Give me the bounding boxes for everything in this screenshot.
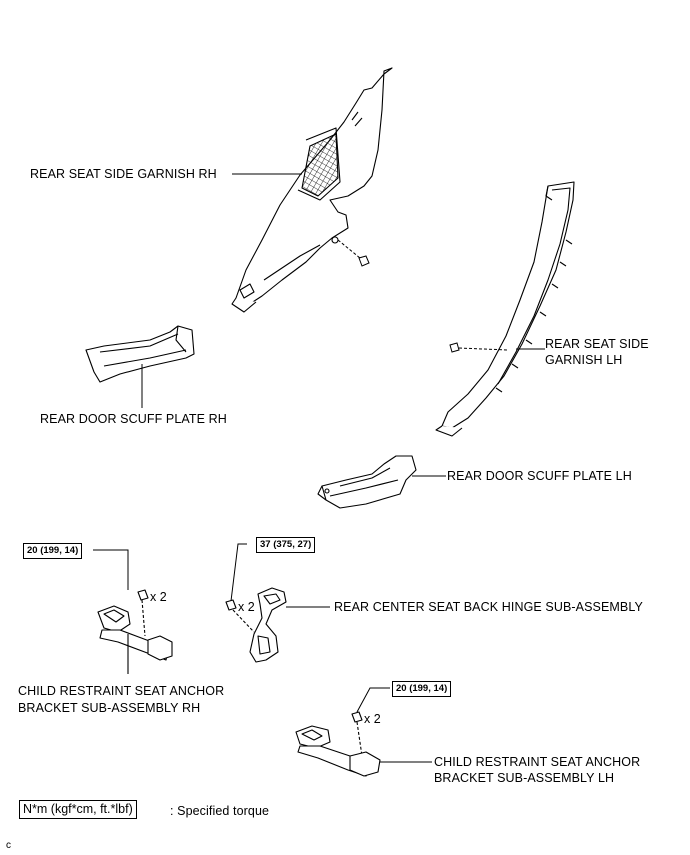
child-restraint-seat-anchor-bracket-lh-part: [295, 711, 432, 777]
child-restraint-seat-anchor-bracket-rh-part: [97, 589, 173, 674]
qty-anchor-lh: x 2: [364, 712, 381, 726]
torque-leaders: [93, 543, 390, 713]
legend-torque-unit-box: N*m (kgf*cm, ft.*lbf): [19, 800, 137, 819]
label-anchor-lh-line1: CHILD RESTRAINT SEAT ANCHOR: [434, 755, 641, 769]
qty-hinge: x 2: [238, 600, 255, 614]
garnish-lh-clip: [449, 342, 509, 353]
garnish-rh-clip: [337, 239, 370, 267]
label-hinge: REAR CENTER SEAT BACK HINGE SUB-ASSEMBLY: [334, 600, 643, 614]
label-anchor-lh-line2: BRACKET SUB-ASSEMBLY LH: [434, 771, 615, 785]
label-garnish-lh-line1: REAR SEAT SIDE: [545, 337, 649, 351]
label-garnish-rh: REAR SEAT SIDE GARNISH RH: [30, 167, 217, 181]
rear-door-scuff-plate-rh-part: [85, 325, 195, 383]
rear-center-seat-back-hinge-part: [225, 587, 330, 663]
legend-torque-text: : Specified torque: [170, 804, 270, 818]
rear-seat-side-garnish-rh-part: [231, 67, 393, 313]
torque-box-anchor-rh: 20 (199, 14): [23, 543, 83, 559]
rear-door-scuff-plate-lh-part: [317, 455, 417, 509]
label-anchor-rh-line2: BRACKET SUB-ASSEMBLY RH: [18, 701, 201, 715]
qty-anchor-rh: x 2: [150, 590, 167, 604]
label-scuff-lh: REAR DOOR SCUFF PLATE LH: [447, 469, 632, 483]
label-garnish-lh-line2: GARNISH LH: [545, 353, 623, 367]
rear-seat-side-garnish-lh-part: [435, 181, 575, 437]
torque-box-anchor-lh: 20 (199, 14): [392, 681, 452, 697]
label-scuff-rh: REAR DOOR SCUFF PLATE RH: [40, 412, 227, 426]
torque-box-hinge: 37 (375, 27): [256, 537, 316, 553]
figure-corner-mark: c: [6, 840, 12, 851]
label-anchor-rh-line1: CHILD RESTRAINT SEAT ANCHOR: [18, 684, 225, 698]
